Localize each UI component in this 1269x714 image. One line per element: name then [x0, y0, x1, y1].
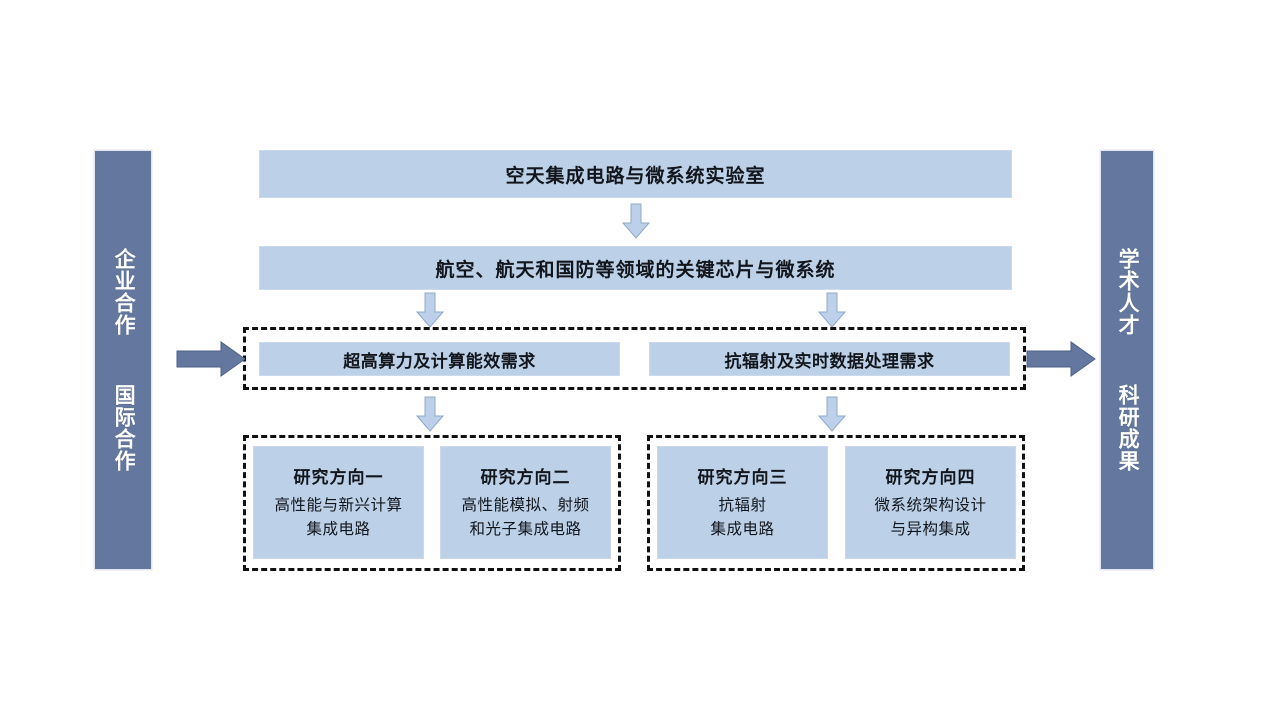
right-bar-label: 学术人才 科研成果 [1116, 248, 1140, 472]
research-direction-3-line-1: 抗辐射 [718, 496, 767, 514]
research-direction-4-line-2: 与异构集成 [890, 521, 971, 538]
requirement-box-1: 超高算力及计算能效需求 [259, 342, 620, 376]
requirement-2-text: 抗辐射及实时数据处理需求 [724, 351, 935, 371]
research-direction-2-line-1: 高性能模拟、射频 [461, 496, 590, 514]
right-outcomes-bar: 学术人才 科研成果 [1100, 150, 1154, 570]
lab-title-text: 空天集成电路与微系统实验室 [505, 165, 766, 187]
arrow-down-icon [415, 292, 445, 328]
directions-group-left [243, 435, 621, 571]
lab-title-box: 空天集成电路与微系统实验室 [259, 150, 1012, 198]
directions-group-right [647, 435, 1025, 571]
research-direction-card-3: 研究方向三 抗辐射 集成电路 [657, 446, 828, 559]
research-direction-3-line-2: 集成电路 [710, 521, 775, 538]
research-direction-1-line-2: 集成电路 [306, 521, 371, 538]
research-direction-1-title: 研究方向一 [293, 467, 384, 487]
requirement-1-text: 超高算力及计算能效需求 [343, 351, 536, 371]
research-direction-card-1: 研究方向一 高性能与新兴计算 集成电路 [253, 446, 424, 559]
requirement-box-2: 抗辐射及实时数据处理需求 [649, 342, 1010, 376]
research-direction-2-line-2: 和光子集成电路 [469, 521, 582, 538]
application-domain-box: 航空、航天和国防等领域的关键芯片与微系统 [259, 246, 1012, 290]
arrow-down-icon [621, 203, 651, 239]
arrow-down-icon [817, 396, 847, 432]
arrow-down-icon [415, 396, 445, 432]
application-domain-text: 航空、航天和国防等领域的关键芯片与微系统 [435, 259, 836, 281]
research-direction-4-line-1: 微系统架构设计 [874, 496, 987, 514]
research-direction-1-line-1: 高性能与新兴计算 [274, 496, 403, 514]
research-direction-card-4: 研究方向四 微系统架构设计 与异构集成 [845, 446, 1016, 559]
left-collaboration-bar: 企业合作 国际合作 [94, 150, 152, 570]
arrow-right-icon [1026, 340, 1096, 378]
left-bar-label: 企业合作 国际合作 [112, 248, 136, 472]
arrow-right-icon [176, 340, 246, 378]
arrow-down-icon [817, 292, 847, 328]
research-direction-3-title: 研究方向三 [697, 467, 788, 487]
research-direction-2-title: 研究方向二 [480, 467, 571, 487]
research-direction-card-2: 研究方向二 高性能模拟、射频 和光子集成电路 [440, 446, 611, 559]
research-direction-4-title: 研究方向四 [885, 467, 976, 487]
